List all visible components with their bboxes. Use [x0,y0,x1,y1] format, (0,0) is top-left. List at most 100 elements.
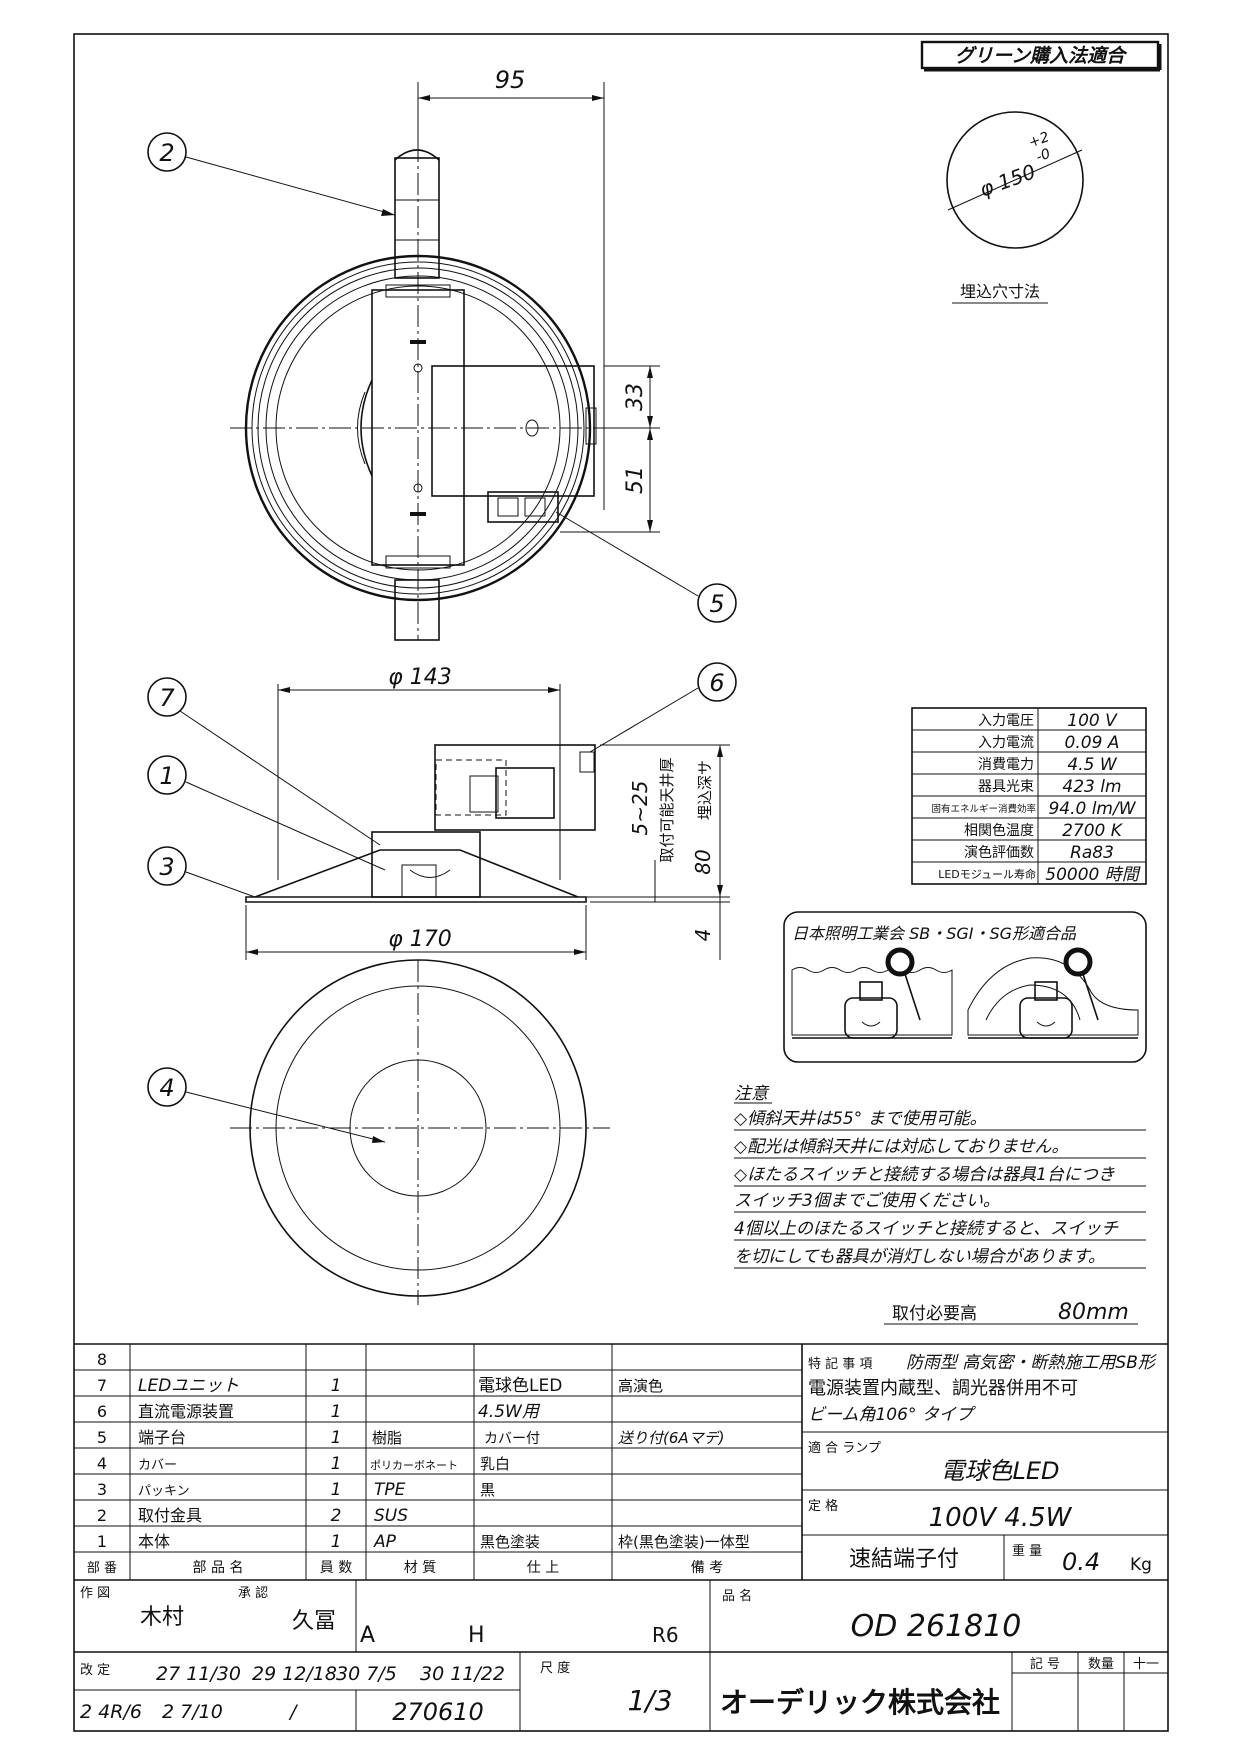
dim-80: 80 [691,849,715,874]
callout-4: 4 [159,1074,174,1102]
rev-date-7: / [288,1701,299,1723]
parts-header-mat: 材 質 [404,1560,436,1576]
rev-date-3: 30 7/5 [336,1663,397,1685]
part-qty: 1 [331,1376,342,1396]
spec-key: 相関色温度 [964,822,1034,839]
mount-height-value: 80mm [1058,1300,1129,1325]
note-line: スイッチ3個までご使用ください。 [734,1191,1000,1211]
parts-header-note: 備 考 [691,1560,723,1576]
bottom-view: 4 [147,959,610,1305]
note-line: ◇ほたるスイッチと接続する場合は器具1台につき [734,1165,1115,1185]
parts-header-qty: 員 数 [320,1560,352,1576]
approved-label: 承 認 [238,1585,268,1601]
special-line2: 電源装置内蔵型、調光器併用不可 [808,1378,1078,1399]
part-no: 5 [97,1428,107,1447]
symbol-label: 記 号 [1030,1656,1060,1672]
code-r: R6 [652,1623,679,1647]
parts-header-no: 部 番 [87,1561,117,1576]
label-ceiling-thickness: 取付可能天井厚 [658,757,676,862]
spec-table: 入力電圧 100 V 入力電流 0.09 A 消費電力 4.5 W 器具光束 4… [911,707,1147,885]
part-name: 本体 [138,1532,170,1551]
part-finish: 黒色塗装 [480,1533,540,1551]
rating-value: 100V 4.5W [929,1503,1073,1533]
dim-170: φ 170 [388,927,452,952]
spec-value: 423 lm [1062,777,1121,797]
callout-6: 6 [709,669,724,697]
cutout-caption: 埋込穴寸法 [960,282,1040,301]
rating-label: 定 格 [808,1498,838,1514]
part-name: カバー [138,1458,177,1473]
part-note: 送り付(6Aマデ) [618,1429,725,1447]
spec-value: 0.09 A [1065,733,1120,753]
parts-row: 6 直流電源装置 1 4.5W用 [97,1402,541,1422]
weight-label: 重 量 [1012,1543,1042,1559]
rev-date-1: 27 11/30 [156,1663,241,1685]
sheet-border [73,33,1169,1732]
code-a: A [360,1623,375,1648]
special-line3: ビーム角106° タイプ [808,1405,977,1425]
top-view: 95 [147,66,737,641]
cutout-diagram: φ 150 +2 -0 埋込穴寸法 [946,111,1084,304]
cutout-tol-plus: +2 [1027,129,1052,151]
weight-value: 0.4 [1062,1548,1100,1576]
spec-value: 4.5 W [1067,755,1117,775]
extra-label: 十一 [1133,1657,1159,1672]
part-name: 取付金具 [138,1506,202,1525]
rev-date-2: 29 12/18 [252,1663,337,1685]
note-line: ◇配光は傾斜天井には対応しておりません。 [734,1137,1069,1157]
part-finish: 乳白 [480,1455,510,1473]
product-code: OD 261810 [851,1609,1022,1644]
spec-value: Ra83 [1070,843,1114,863]
part-mat: TPE [374,1480,406,1500]
part-finish: 4.5W用 [478,1402,541,1422]
drawing-number: 270610 [392,1698,484,1726]
part-qty: 1 [331,1428,342,1448]
rev-label: 改 定 [80,1663,110,1678]
rev-date-5: 2 4R/6 [80,1701,142,1723]
parts-row: 2 取付金具 2 SUS [97,1506,408,1526]
spec-value: 50000 時間 [1045,865,1140,885]
part-no: 2 [97,1506,107,1525]
part-no: 4 [97,1454,107,1473]
parts-row: 4 カバー 1 ポリカーボネート 乳白 [97,1454,510,1474]
cutout-diameter-label: φ 150 [976,159,1038,201]
part-finish: 黒 [480,1481,495,1499]
part-name: パッキン [138,1484,190,1499]
note-line: を切にしても器具が消灯しない場合があります。 [734,1247,1105,1267]
terminal-value: 速結端子付 [849,1547,959,1572]
part-no: 8 [97,1350,107,1369]
dim-4: 4 [691,929,715,942]
special-line1: 防雨型 高気密・断熱施工用SB形 [906,1353,1157,1373]
dim-33: 33 [623,383,648,411]
part-note: 枠(黒色塗装)一体型 [618,1533,750,1551]
spec-value: 100 V [1067,711,1118,731]
part-qty: 1 [331,1480,342,1500]
spec-key: 演色評価数 [964,844,1034,861]
part-no: 3 [97,1480,107,1499]
spec-key: 入力電圧 [978,713,1034,729]
parts-table: 8 7 LEDユニット 1 電球色LED 高演色 6 直流電源装置 1 4.5W… [74,1343,1168,1581]
product-label: 品 名 [722,1588,752,1604]
part-qty: 1 [331,1454,342,1474]
parts-header-finish: 仕 上 [527,1560,559,1576]
dim-51: 51 [623,466,648,494]
spec-key: 消費電力 [978,757,1034,773]
notes-block: 注意 ◇傾斜天井は55° まで使用可能。 ◇配光は傾斜天井には対応しておりません… [734,1084,1146,1325]
callout-5: 5 [709,590,724,618]
callout-3: 3 [159,853,174,881]
company-name: オーデリック株式会社 [720,1686,1000,1719]
parts-header-name: 部 品 名 [193,1560,244,1576]
scale-value: 1/3 [627,1684,672,1717]
title-block: 作 図 木村 承 認 久冨 A H R6 品 名 OD 261810 改 定 2… [74,1580,1168,1731]
weight-unit: Kg [1130,1555,1152,1575]
part-mat: 樹脂 [372,1429,402,1447]
info-block: 特 記 事 項 防雨型 高気密・断熱施工用SB形 電源装置内蔵型、調光器併用不可… [802,1353,1168,1580]
spec-value: 2700 K [1062,821,1124,841]
parts-row: 8 [97,1350,107,1369]
part-no: 6 [97,1402,107,1421]
part-name: LEDユニット [138,1376,239,1396]
insulation-box: 日本照明工業会 SB・SGI・SG形適合品 [783,911,1147,1063]
drawn-name: 木村 [140,1605,184,1630]
spec-key: 固有エネルギー消費効率 [931,803,1036,815]
